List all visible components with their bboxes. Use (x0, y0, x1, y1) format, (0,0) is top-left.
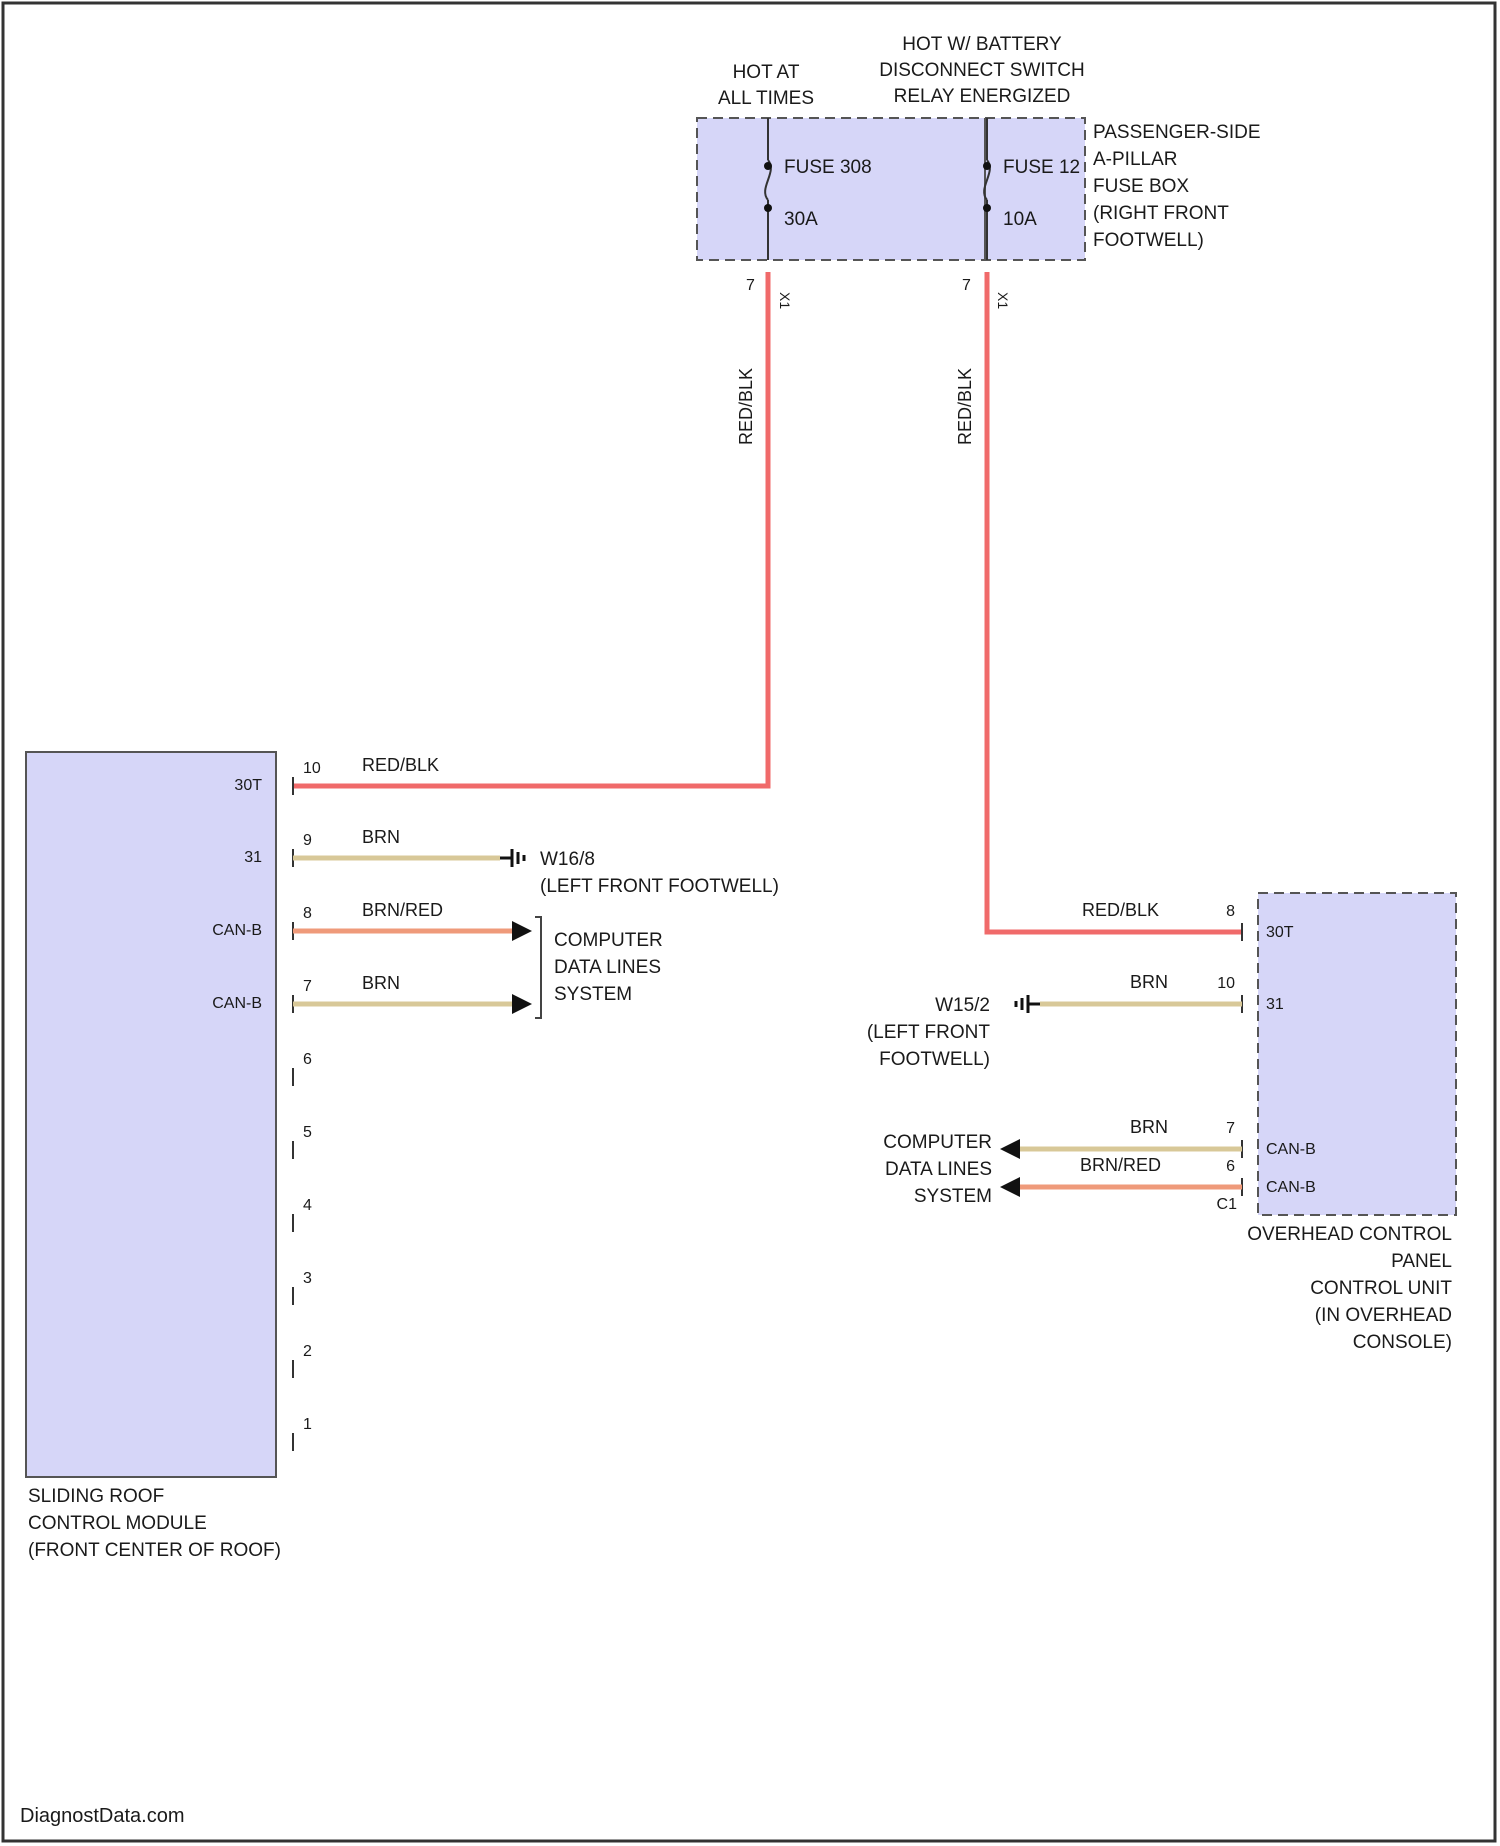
sliding-roof-pin-3: 3 (303, 1270, 312, 1287)
sliding-roof-data-line-3: SYSTEM (554, 984, 632, 1005)
sliding-roof-signal-can-b-8: CAN-B (212, 922, 262, 939)
fuse-box-label-line-3: FUSE BOX (1093, 176, 1189, 197)
overhead-data-line-2: DATA LINES (885, 1159, 992, 1180)
overhead-ground-location-1: (LEFT FRONT (867, 1022, 991, 1043)
fuse-b-header-line-2: DISCONNECT SWITCH (879, 60, 1084, 81)
fuse-a-node-top (764, 162, 772, 170)
sliding-roof-data-line-2: DATA LINES (554, 957, 661, 978)
fuse-a-pin: 7 (746, 277, 755, 294)
sliding-roof-pin-5: 5 (303, 1124, 312, 1141)
fuse-box-outline (697, 118, 1085, 260)
overhead-ground-location-2: FOOTWELL) (879, 1049, 990, 1070)
fuse-a-rating: 30A (784, 209, 818, 230)
overhead-pin-6: 6 (1226, 1158, 1235, 1175)
fuse-a-header-line-1: HOT AT (733, 62, 800, 83)
sliding-roof-pin-9: 9 (303, 832, 312, 849)
overhead-pin-7: 7 (1226, 1120, 1235, 1137)
overhead-signal-can-b-6: CAN-B (1266, 1179, 1316, 1196)
fuse-box-label-line-1: PASSENGER-SIDE (1093, 122, 1261, 143)
sliding-roof-wire-label-10: RED/BLK (362, 755, 439, 775)
sliding-roof-ground-name: W16/8 (540, 849, 595, 870)
sliding-roof-wire-label-7: BRN (362, 973, 400, 993)
fuse-box-label-line-4: (RIGHT FRONT (1093, 203, 1229, 224)
footer-watermark: DiagnostData.com (20, 1805, 185, 1827)
fuse-a-name: FUSE 308 (784, 157, 872, 178)
fuse-box-label-line-2: A-PILLAR (1093, 149, 1177, 170)
sliding-roof-pin-1: 1 (303, 1416, 312, 1433)
sliding-roof-pin-4: 4 (303, 1197, 312, 1214)
overhead-signal-30t: 30T (1266, 924, 1294, 941)
fuse-box-label-line-5: FOOTWELL) (1093, 230, 1204, 251)
wire-vertical-b-label: RED/BLK (955, 368, 975, 445)
sliding-roof-pin-8: 8 (303, 905, 312, 922)
wire-vertical-a-label: RED/BLK (736, 368, 756, 445)
sliding-roof-label-line-3: (FRONT CENTER OF ROOF) (28, 1540, 281, 1561)
fuse-b-connector: X1 (995, 292, 1011, 309)
overhead-label-line-1: OVERHEAD CONTROL (1247, 1224, 1452, 1245)
overhead-wire-label-6: BRN/RED (1080, 1155, 1161, 1175)
sliding-roof-pin-7: 7 (303, 978, 312, 995)
fuse-b-name: FUSE 12 (1003, 157, 1080, 178)
sliding-roof-wire-label-8: BRN/RED (362, 900, 443, 920)
sliding-roof-signal-30t: 30T (234, 777, 262, 794)
sliding-roof-pin-10: 10 (303, 760, 321, 777)
overhead-wire-label-10: BRN (1130, 972, 1168, 992)
overhead-wire-label-7: BRN (1130, 1117, 1168, 1137)
overhead-signal-can-b-7: CAN-B (1266, 1141, 1316, 1158)
overhead-signal-31: 31 (1266, 996, 1284, 1013)
fuse-a-header-line-2: ALL TIMES (718, 88, 814, 109)
sliding-roof-label-line-2: CONTROL MODULE (28, 1513, 207, 1534)
sliding-roof-ground-location: (LEFT FRONT FOOTWELL) (540, 876, 779, 897)
overhead-label-line-2: PANEL (1391, 1251, 1452, 1272)
overhead-label-line-3: CONTROL UNIT (1310, 1278, 1452, 1299)
fuse-b-node-top (983, 162, 991, 170)
fuse-b-header-line-1: HOT W/ BATTERY (902, 34, 1062, 55)
overhead-pin-8: 8 (1226, 903, 1235, 920)
overhead-connector: C1 (1217, 1196, 1238, 1213)
overhead-data-line-1: COMPUTER (883, 1132, 992, 1153)
fuse-a-node-bottom (764, 204, 772, 212)
overhead-ground-name: W15/2 (935, 995, 990, 1016)
fuse-b-header-line-3: RELAY ENERGIZED (894, 86, 1071, 107)
overhead-data-line-3: SYSTEM (914, 1186, 992, 1207)
sliding-roof-label-line-1: SLIDING ROOF (28, 1486, 164, 1507)
sliding-roof-data-line-1: COMPUTER (554, 930, 663, 951)
fuse-b-node-bottom (983, 204, 991, 212)
sliding-roof-signal-31: 31 (244, 849, 262, 866)
overhead-label-line-4: (IN OVERHEAD (1315, 1305, 1452, 1326)
overhead-label-line-5: CONSOLE) (1353, 1332, 1452, 1353)
sliding-roof-pin-6: 6 (303, 1051, 312, 1068)
sliding-roof-box (26, 752, 276, 1477)
sliding-roof-signal-can-b-7: CAN-B (212, 995, 262, 1012)
overhead-box (1258, 893, 1456, 1215)
fuse-b-rating: 10A (1003, 209, 1037, 230)
sliding-roof-wire-label-9: BRN (362, 827, 400, 847)
fuse-a-connector: X1 (777, 292, 793, 309)
sliding-roof-pin-2: 2 (303, 1343, 312, 1360)
fuse-b-pin: 7 (962, 277, 971, 294)
overhead-wire-label-8: RED/BLK (1082, 900, 1159, 920)
overhead-pin-10: 10 (1217, 975, 1235, 992)
